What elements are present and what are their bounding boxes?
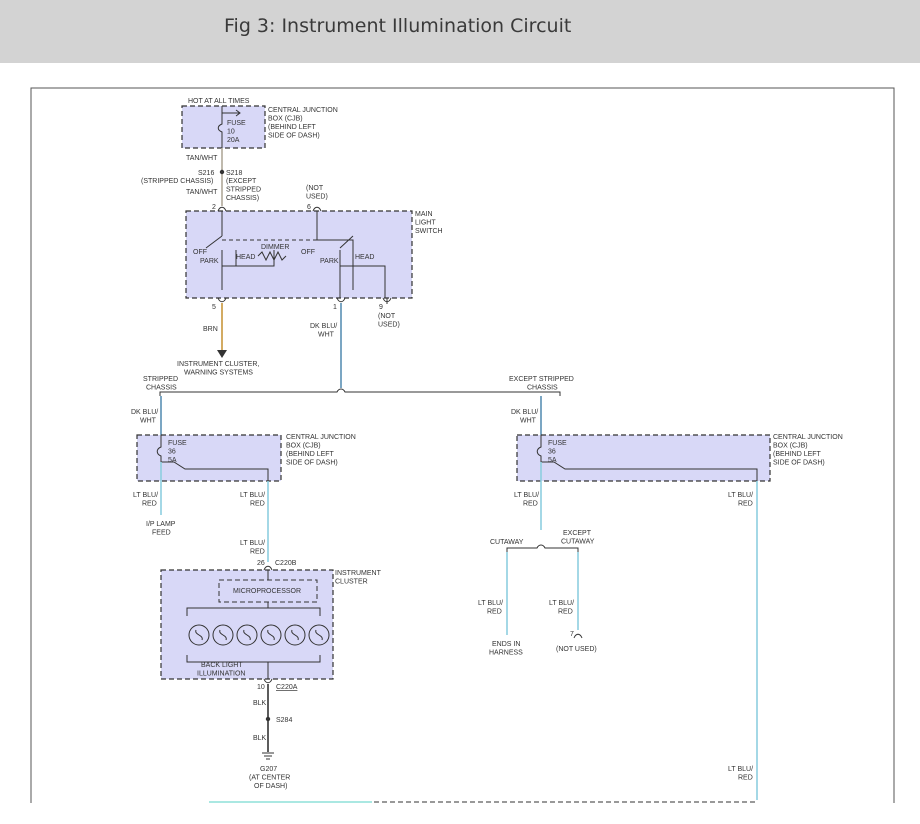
splice-s216-s218 bbox=[219, 169, 225, 175]
label-not-used-7: (NOT USED) bbox=[556, 646, 597, 653]
cjb-left-box bbox=[136, 434, 282, 482]
bulb-bus bbox=[186, 602, 321, 679]
label-blk-1: BLK bbox=[253, 700, 267, 707]
main-light-switch-box bbox=[185, 210, 413, 299]
label-lt-blu-red-r2: LT BLU/ RED bbox=[728, 492, 755, 508]
label-head-1: HEAD bbox=[236, 254, 255, 261]
cjb-top-box bbox=[181, 105, 266, 149]
label-lt-blu-red-c1: LT BLU/ RED bbox=[478, 600, 505, 616]
cjb-right-box bbox=[516, 434, 771, 482]
label-g207: G207 (AT CENTER OF DASH) bbox=[249, 766, 292, 790]
label-head-2: HEAD bbox=[355, 254, 374, 261]
label-except-stripped-chassis: EXCEPT STRIPPED CHASSIS bbox=[509, 376, 576, 392]
bulb-icon bbox=[308, 624, 330, 646]
diagram-frame bbox=[30, 87, 895, 803]
label-dimmer: DIMMER bbox=[261, 244, 289, 251]
label-pin-26: 26 bbox=[257, 560, 265, 567]
label-s284: S284 bbox=[276, 717, 292, 724]
pin1-connector bbox=[336, 297, 346, 303]
label-fuse-36-right: FUSE 36 5A bbox=[548, 440, 569, 464]
bulb-icon bbox=[212, 624, 234, 646]
c220a-connector bbox=[263, 678, 273, 684]
label-stripped-chassis: STRIPPED CHASSIS bbox=[143, 376, 180, 392]
label-stripped-chassis-paren: (STRIPPED CHASSIS) bbox=[141, 178, 213, 185]
figure-title: Fig 3: Instrument Illumination Circuit bbox=[224, 15, 572, 37]
label-instrument-cluster: INSTRUMENT CLUSTER bbox=[335, 570, 383, 586]
splice-s284 bbox=[265, 716, 271, 722]
fuse-36-left-symbol bbox=[156, 435, 269, 481]
pin7-connector bbox=[573, 633, 583, 639]
label-pin-1: 1 bbox=[333, 304, 337, 311]
label-pin-5: 5 bbox=[212, 304, 216, 311]
switch-internal-wiring bbox=[205, 211, 386, 298]
c220b-connector bbox=[263, 565, 273, 571]
label-cjb-right: CENTRAL JUNCTION BOX (CJB) (BEHIND LEFT … bbox=[773, 434, 845, 467]
label-instrument-cluster-warning: INSTRUMENT CLUSTER, WARNING SYSTEMS bbox=[177, 361, 261, 377]
label-pin-7: 7 bbox=[570, 631, 574, 638]
label-dk-blu-wht-left: DK BLU/ WHT bbox=[131, 409, 160, 425]
label-lt-blu-red-r1: LT BLU/ RED bbox=[514, 492, 541, 508]
dimmer-resistor bbox=[257, 250, 287, 262]
label-lt-blu-red-l1: LT BLU/ RED bbox=[133, 492, 160, 508]
bulb-icon bbox=[284, 624, 306, 646]
label-except-cutaway: EXCEPT CUTAWAY bbox=[561, 530, 595, 546]
label-dk-blu-wht-right: DK BLU/ WHT bbox=[511, 409, 540, 425]
label-c220b: C220B bbox=[275, 560, 297, 567]
ground-icon bbox=[262, 752, 274, 760]
label-not-used-9: (NOT USED) bbox=[378, 313, 400, 329]
label-park-2: PARK bbox=[320, 258, 339, 265]
cutaway-bracket bbox=[506, 544, 579, 552]
label-blk-2: BLK bbox=[253, 735, 267, 742]
label-dk-blu-wht-mid: DK BLU/ WHT bbox=[310, 323, 339, 339]
label-lt-blu-red-l3: LT BLU/ RED bbox=[240, 540, 267, 556]
fuse-10-symbol bbox=[217, 113, 223, 148]
label-pin-6: 6 bbox=[307, 204, 311, 211]
fuse-36-right-symbol bbox=[536, 435, 758, 481]
label-park-1: PARK bbox=[200, 258, 219, 265]
brn-arrow bbox=[217, 350, 227, 358]
figure-header: Fig 3: Instrument Illumination Circuit bbox=[0, 0, 920, 63]
chassis-bracket bbox=[159, 388, 561, 396]
label-cjb-top: CENTRAL JUNCTION BOX (CJB) (BEHIND LEFT … bbox=[268, 107, 340, 140]
circuit-diagram: HOT AT ALL TIMES CENTRAL JUNCTION BOX (C… bbox=[30, 87, 895, 803]
label-hot-at-all-times: HOT AT ALL TIMES bbox=[188, 98, 250, 105]
label-fuse-36-left: FUSE 36 5A bbox=[168, 440, 189, 464]
pin2-connector bbox=[217, 206, 227, 212]
label-microprocessor: MICROPROCESSOR bbox=[233, 588, 301, 595]
label-c220a: C220A bbox=[276, 684, 298, 691]
label-lt-blu-red-c2: LT BLU/ RED bbox=[549, 600, 576, 616]
label-brn: BRN bbox=[203, 326, 218, 333]
label-lt-blu-red-bottom: LT BLU/ RED bbox=[728, 766, 755, 782]
label-lt-blu-red-l2: LT BLU/ RED bbox=[240, 492, 267, 508]
label-main-light-switch: MAIN LIGHT SWITCH bbox=[415, 211, 443, 235]
label-s218: S218 bbox=[226, 170, 242, 177]
label-back-light-illumination: BACK LIGHT ILLUMINATION bbox=[197, 662, 246, 678]
label-s216: S216 bbox=[198, 170, 214, 177]
label-pin-10: 10 bbox=[257, 684, 265, 691]
label-cjb-left: CENTRAL JUNCTION BOX (CJB) (BEHIND LEFT … bbox=[286, 434, 358, 467]
label-tan-wht-1: TAN/WHT bbox=[186, 155, 218, 162]
backlight-bulbs bbox=[188, 624, 330, 646]
label-cutaway: CUTAWAY bbox=[490, 539, 524, 546]
label-ends-in-harness: ENDS IN HARNESS bbox=[489, 641, 523, 657]
label-except-stripped: (EXCEPT STRIPPED CHASSIS) bbox=[226, 178, 263, 202]
label-fuse-10: FUSE 10 20A bbox=[227, 120, 248, 144]
label-tan-wht-2: TAN/WHT bbox=[186, 189, 218, 196]
pin6-connector bbox=[312, 206, 322, 212]
bulb-icon bbox=[236, 624, 258, 646]
label-not-used-top: (NOT USED) bbox=[306, 185, 328, 201]
label-pin-2: 2 bbox=[212, 204, 216, 211]
bulb-icon bbox=[260, 624, 282, 646]
label-off-1: OFF bbox=[193, 249, 207, 256]
label-off-2: OFF bbox=[301, 249, 315, 256]
label-ip-lamp-feed: I/P LAMP FEED bbox=[146, 521, 177, 537]
hot-arrow bbox=[222, 109, 241, 117]
pin5-connector bbox=[217, 297, 227, 303]
label-pin-9: 9 bbox=[379, 304, 383, 311]
bulb-icon bbox=[188, 624, 210, 646]
